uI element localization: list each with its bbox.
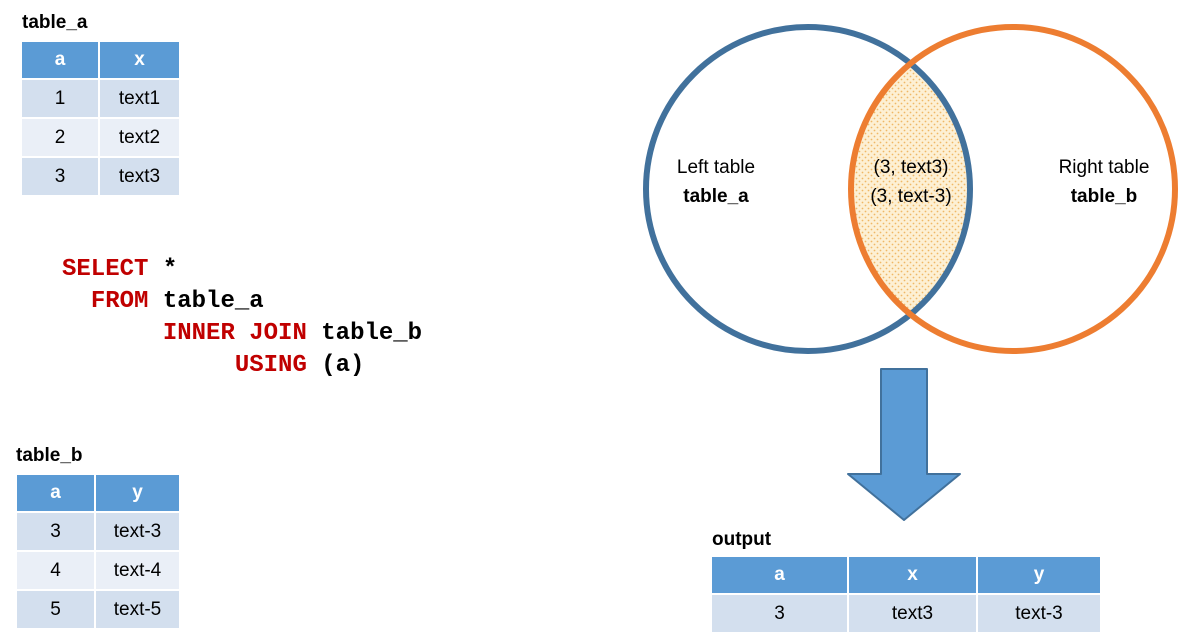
venn-right-label: Right table table_b — [1040, 153, 1168, 211]
venn-left-label: Left table table_a — [656, 153, 776, 211]
venn-right-circle — [848, 24, 1178, 354]
table-row: 3 text-3 — [17, 513, 179, 552]
table-row: 5 text-5 — [17, 591, 179, 630]
venn-left-circle — [643, 24, 973, 354]
table-header-row: a y — [17, 475, 179, 513]
table-cell: text3 — [100, 158, 179, 197]
table-header-row: a x — [22, 42, 179, 80]
down-arrow — [847, 368, 961, 521]
left-table-name: table_a — [683, 186, 749, 207]
table-cell: 4 — [17, 552, 96, 591]
table-row: 2 text2 — [22, 119, 179, 158]
sql-select-star: * — [162, 256, 178, 283]
table-header-row: a x y — [712, 557, 1100, 595]
venn-intersection — [851, 27, 970, 351]
sql-select-keyword: SELECT — [62, 256, 149, 283]
table-cell: text-3 — [96, 513, 179, 552]
sql-join-table: table_b — [321, 320, 423, 347]
sql-from-keyword: FROM — [90, 288, 149, 315]
table-cell: text3 — [849, 595, 978, 634]
table-cell: 3 — [17, 513, 96, 552]
table-cell: text-5 — [96, 591, 179, 630]
table-cell: 2 — [22, 119, 100, 158]
output-caption: output — [712, 529, 772, 550]
right-table-name: table_b — [1070, 186, 1138, 207]
table-b: a y 3 text-3 4 text-4 5 text-5 — [17, 475, 179, 630]
column-header: a — [712, 557, 849, 595]
sql-from-table: table_a — [162, 288, 264, 315]
intersection-row-1: (3, text3) — [873, 157, 949, 178]
table-cell: 3 — [712, 595, 849, 634]
table-cell: 3 — [22, 158, 100, 197]
table-row: 1 text1 — [22, 80, 179, 119]
table-row: 4 text-4 — [17, 552, 179, 591]
column-header: x — [849, 557, 978, 595]
table-b-caption: table_b — [16, 445, 83, 466]
table-cell: text-3 — [978, 595, 1100, 634]
sql-query: SELECT * FROM table_a INNER JOIN table_b… — [62, 254, 422, 382]
sql-using-columns: (a) — [321, 352, 365, 379]
table-cell: 5 — [17, 591, 96, 630]
table-a-caption: table_a — [22, 12, 88, 33]
column-header: x — [100, 42, 179, 80]
table-row: 3 text3 — [22, 158, 179, 197]
column-header: a — [22, 42, 100, 80]
table-cell: 1 — [22, 80, 100, 119]
column-header: y — [978, 557, 1100, 595]
sql-using-keyword: USING — [234, 352, 307, 379]
right-table-label: Right table — [1058, 157, 1150, 178]
table-a: a x 1 text1 2 text2 3 text3 — [22, 42, 179, 197]
table-row: 3 text3 text-3 — [712, 595, 1100, 634]
table-cell: text2 — [100, 119, 179, 158]
column-header: y — [96, 475, 179, 513]
column-header: a — [17, 475, 96, 513]
venn-intersection-label: (3, text3) (3, text-3) — [851, 153, 971, 211]
left-table-label: Left table — [676, 157, 756, 178]
table-cell: text1 — [100, 80, 179, 119]
table-cell: text-4 — [96, 552, 179, 591]
sql-join-keyword: INNER JOIN — [162, 320, 307, 347]
output-table: a x y 3 text3 text-3 — [712, 557, 1100, 634]
intersection-row-2: (3, text-3) — [870, 186, 952, 207]
